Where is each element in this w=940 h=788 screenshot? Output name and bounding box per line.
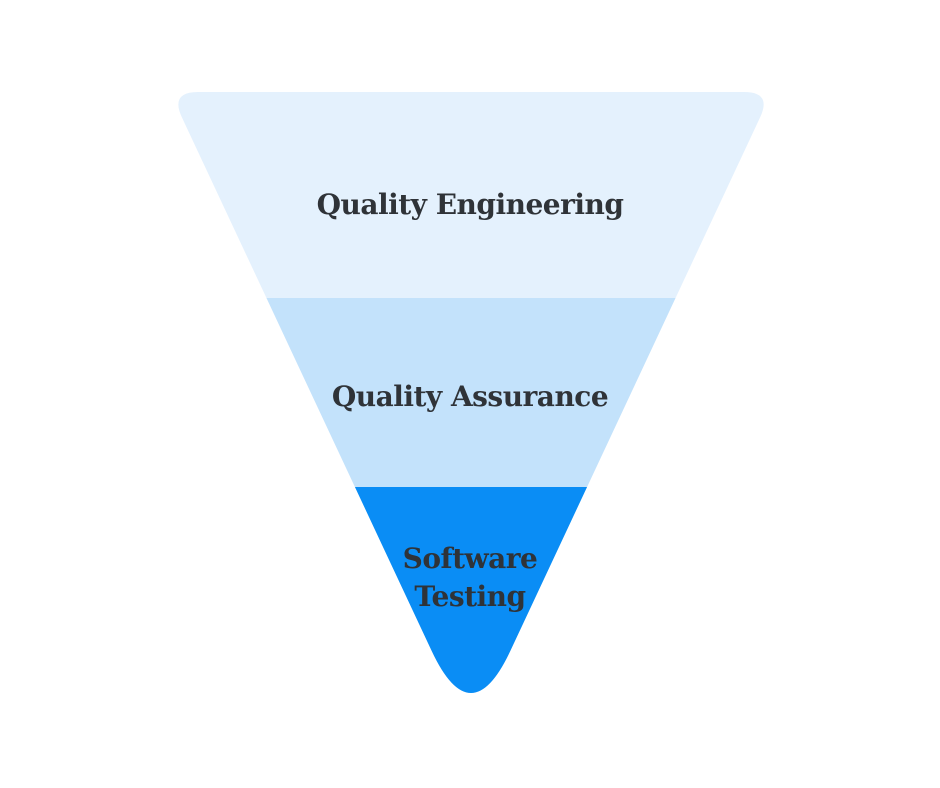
funnel-label-quality-assurance: Quality Assurance	[331, 380, 609, 413]
funnel-layer-quality-engineering	[178, 92, 764, 298]
funnel-label-quality-engineering: Quality Engineering	[316, 188, 624, 221]
funnel-label-software-testing: Software Testing	[402, 542, 538, 613]
